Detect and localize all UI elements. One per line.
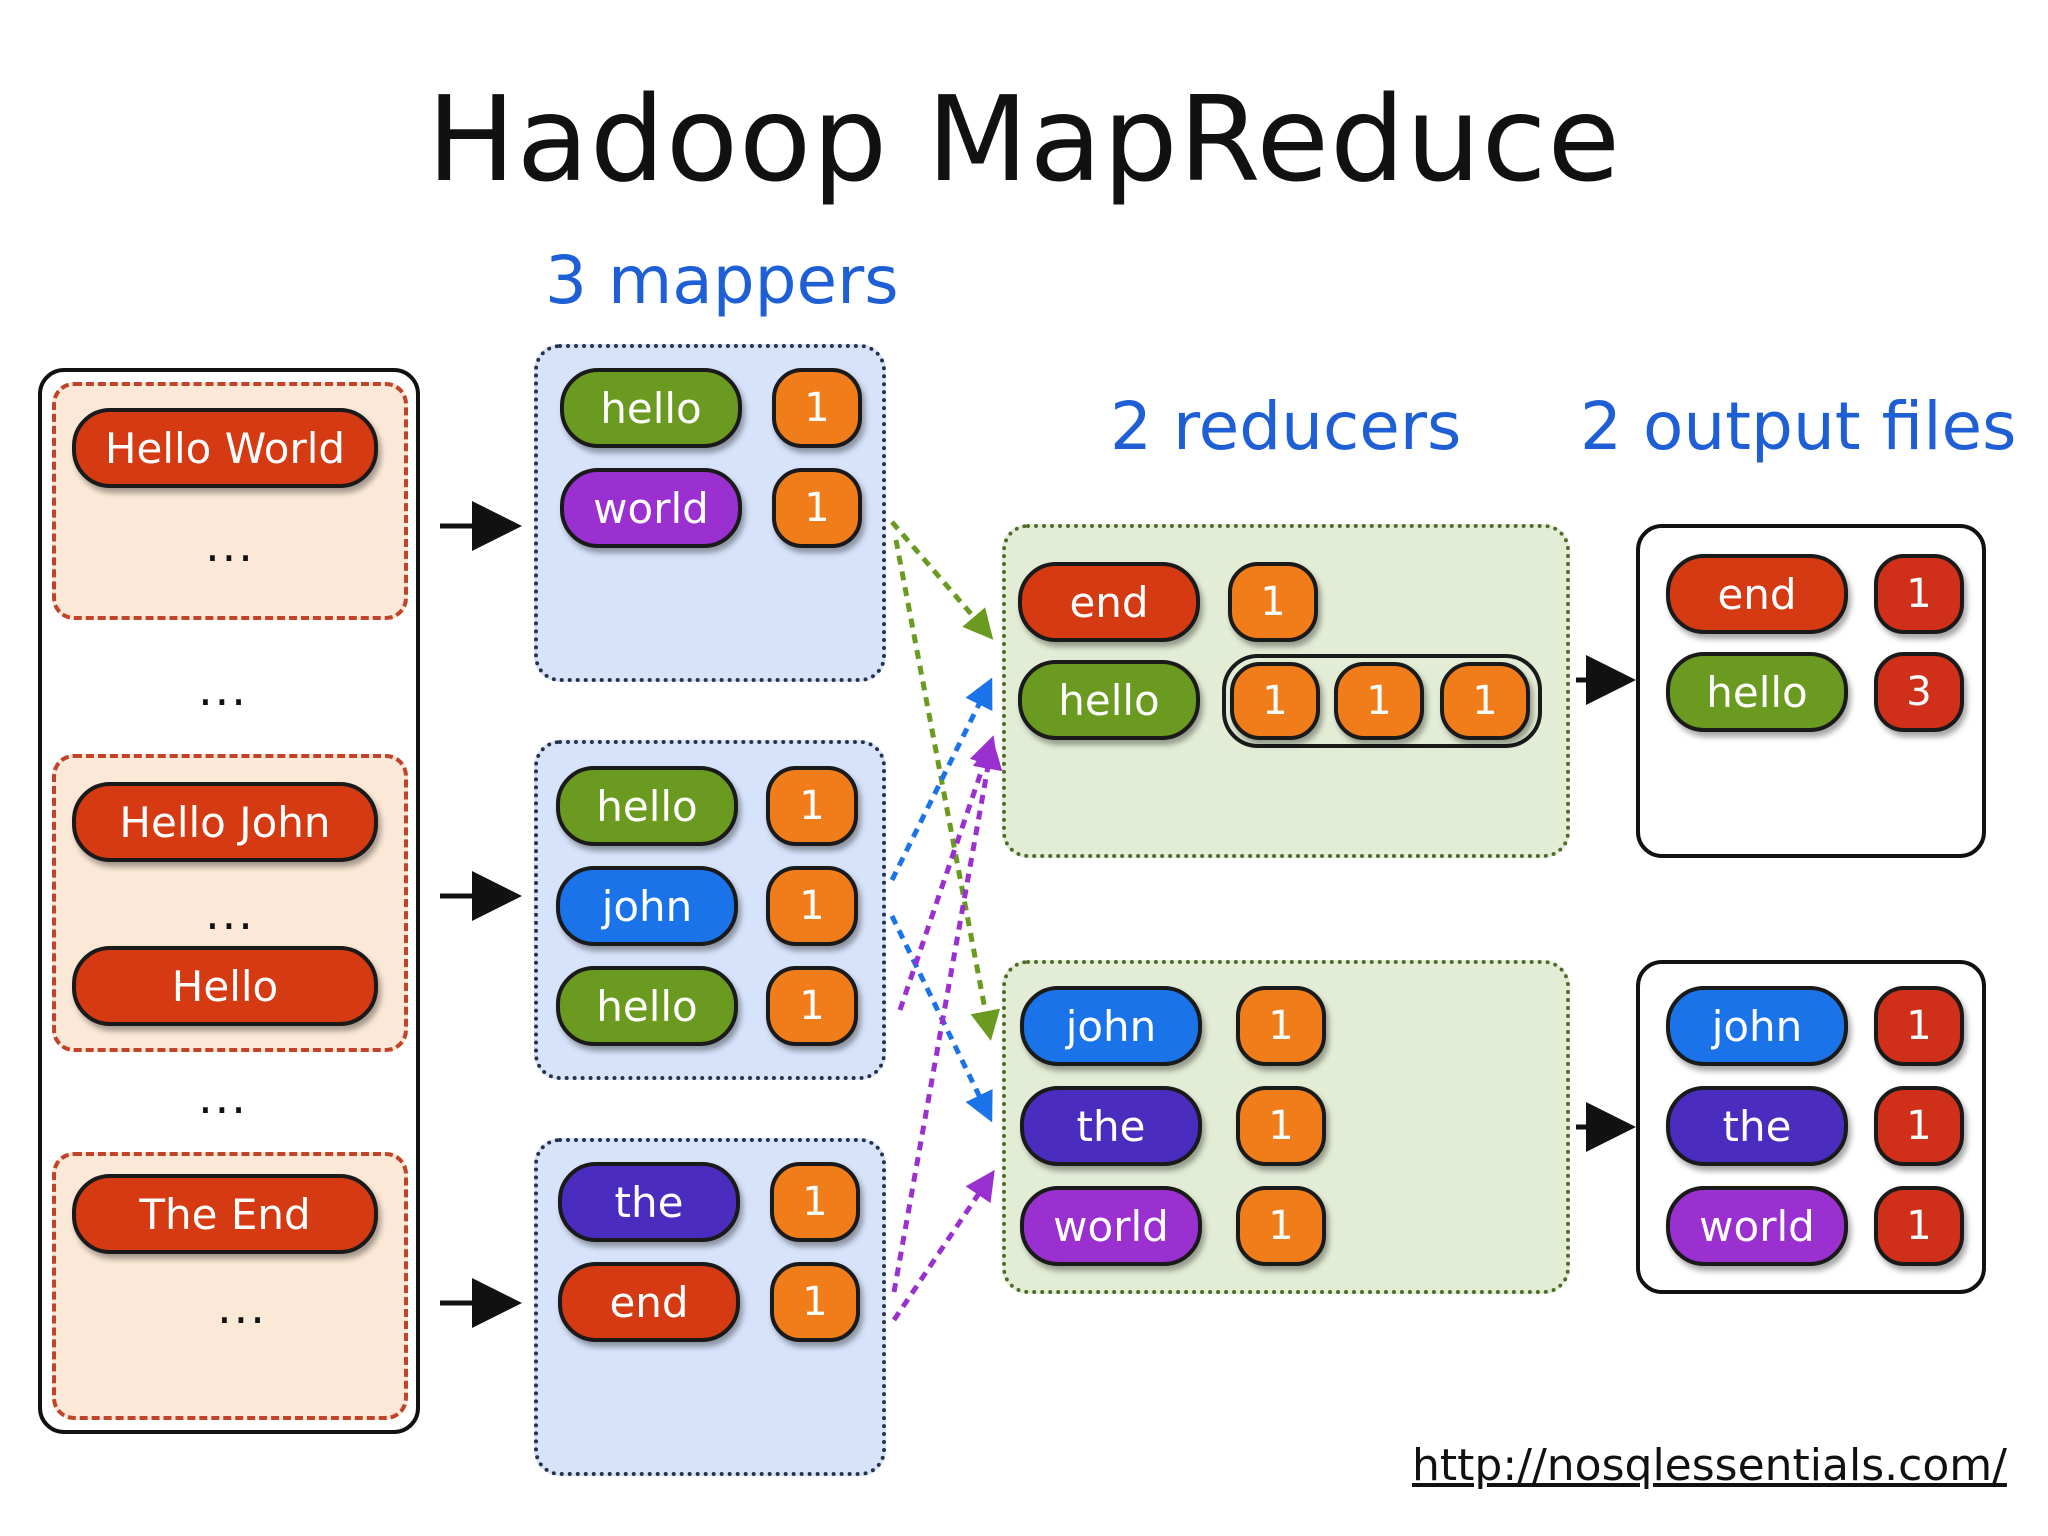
output2-count-the: 1 bbox=[1874, 1086, 1964, 1166]
mapper2-key-hello-b: hello bbox=[556, 966, 738, 1046]
source-link[interactable]: http://nosqlessentials.com/ bbox=[1412, 1440, 2007, 1491]
reducer2-key-world: world bbox=[1020, 1186, 1202, 1266]
output1-count-end: 1 bbox=[1874, 554, 1964, 634]
input-line-the-end: The End bbox=[72, 1174, 378, 1254]
shuffle-arrow-m1-to-r2 bbox=[893, 539, 1001, 1041]
reducer2-count-world: 1 bbox=[1236, 1186, 1326, 1266]
shuffle-arrow-m2-john bbox=[889, 914, 993, 1123]
reducer2-count-the: 1 bbox=[1236, 1086, 1326, 1166]
reducer1-key-end: end bbox=[1018, 562, 1200, 642]
mappers-heading: 3 mappers bbox=[545, 242, 899, 319]
between-splits-ellipsis-1: ... bbox=[198, 662, 248, 716]
page-title: Hadoop MapReduce bbox=[426, 70, 1622, 208]
reducer1-hello-values-group bbox=[1222, 654, 1542, 748]
outputs-heading: 2 output files bbox=[1580, 388, 2017, 465]
split1-ellipsis: ... bbox=[205, 518, 255, 572]
mapper3-count-the: 1 bbox=[770, 1162, 860, 1242]
reducer1-hello-value-2: 1 bbox=[1334, 662, 1424, 740]
mapper2-count-hello-b: 1 bbox=[766, 966, 858, 1046]
output2-key-the: the bbox=[1666, 1086, 1848, 1166]
shuffle-arrow-m3-to-r1 bbox=[891, 739, 1003, 1293]
mapper2-key-hello-a: hello bbox=[556, 766, 738, 846]
reducer1-hello-value-3: 1 bbox=[1440, 662, 1530, 740]
reducers-heading: 2 reducers bbox=[1110, 388, 1462, 465]
mapper1-key-hello: hello bbox=[560, 368, 742, 448]
reducer2-key-the: the bbox=[1020, 1086, 1202, 1166]
shuffle-arrow-m2-to-r1-purple bbox=[897, 735, 999, 1011]
reducer2-count-john: 1 bbox=[1236, 986, 1326, 1066]
input-line-hello-john: Hello John bbox=[72, 782, 378, 862]
mapper1-key-world: world bbox=[560, 468, 742, 548]
reducer1-count-end: 1 bbox=[1228, 562, 1318, 642]
mapper2-count-hello-a: 1 bbox=[766, 766, 858, 846]
output2-count-world: 1 bbox=[1874, 1186, 1964, 1266]
mapper3-key-the: the bbox=[558, 1162, 740, 1242]
mapper2-count-john: 1 bbox=[766, 866, 858, 946]
reducer1-key-hello: hello bbox=[1018, 660, 1200, 740]
output2-key-world: world bbox=[1666, 1186, 1848, 1266]
output2-count-john: 1 bbox=[1874, 986, 1964, 1066]
shuffle-arrow-m2-to-r1 bbox=[889, 677, 993, 882]
output1-count-hello: 3 bbox=[1874, 652, 1964, 732]
output1-key-end: end bbox=[1666, 554, 1848, 634]
shuffle-arrow-m3-to-r2 bbox=[891, 1169, 995, 1322]
reducer1-hello-value-1: 1 bbox=[1230, 662, 1320, 740]
mapper1-count-world: 1 bbox=[772, 468, 862, 548]
split3-ellipsis: ... bbox=[217, 1280, 267, 1334]
mapper1-count-hello: 1 bbox=[772, 368, 862, 448]
between-splits-ellipsis-2: ... bbox=[198, 1070, 248, 1124]
input-line-hello: Hello bbox=[72, 946, 378, 1026]
mapper3-key-end: end bbox=[558, 1262, 740, 1342]
mapper3-count-end: 1 bbox=[770, 1262, 860, 1342]
mapper2-key-john: john bbox=[556, 866, 738, 946]
shuffle-arrow-m1-hello bbox=[890, 520, 994, 640]
input-line-hello-world: Hello World bbox=[72, 408, 378, 488]
reducer2-key-john: john bbox=[1020, 986, 1202, 1066]
output1-key-hello: hello bbox=[1666, 652, 1848, 732]
output2-key-john: john bbox=[1666, 986, 1848, 1066]
split2-ellipsis: ... bbox=[205, 886, 255, 940]
